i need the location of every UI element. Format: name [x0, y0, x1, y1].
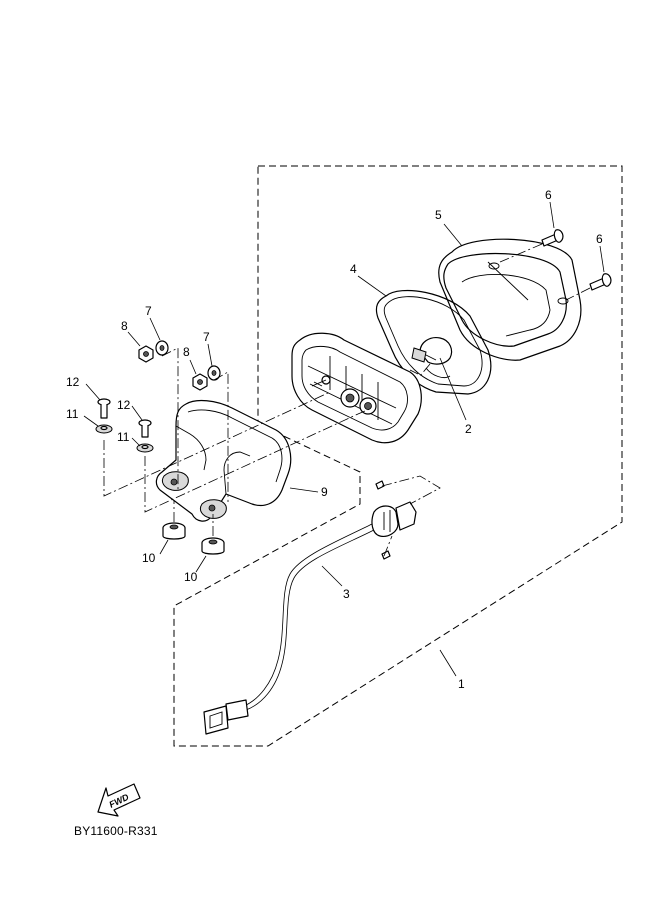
callout-11b: 11 [117, 430, 130, 444]
callout-6a: 6 [545, 188, 552, 202]
part-housing [291, 332, 451, 444]
callout-8a: 8 [121, 319, 128, 333]
part-screw-6a [541, 229, 564, 247]
axis-line-3 [161, 347, 179, 490]
part-bracket [155, 399, 292, 522]
part-nut-8b [192, 373, 208, 391]
callout-12a: 12 [66, 375, 80, 389]
callout-8b: 8 [183, 345, 190, 359]
callout-7b: 7 [203, 330, 210, 344]
leader-11a [83, 415, 99, 427]
callout-2: 2 [465, 422, 472, 436]
part-bulb [411, 337, 453, 365]
leader-2 [439, 357, 467, 421]
part-gasket [375, 289, 492, 395]
axis-line-5 [419, 363, 431, 377]
callout-1: 1 [458, 677, 465, 691]
part-lens [438, 238, 582, 361]
callout-4: 4 [350, 262, 357, 276]
leader-12a [85, 383, 101, 401]
leader-10a [159, 539, 169, 555]
leader-8a [127, 331, 141, 347]
callout-10a: 10 [142, 551, 156, 565]
leader-7b [207, 343, 213, 367]
leader-9 [289, 487, 319, 493]
axis-line-2 [144, 407, 373, 513]
part-grommet-2 [201, 537, 225, 555]
axis-line-4 [213, 371, 229, 502]
part-screw-12b [138, 419, 152, 438]
leader-12b [131, 405, 143, 421]
callout-11a: 11 [66, 407, 79, 421]
callout-10b: 10 [184, 570, 198, 584]
leader-10b [195, 555, 207, 573]
callout-5: 5 [435, 208, 442, 222]
leader-3 [321, 565, 343, 587]
part-washer-11a [95, 424, 113, 434]
leader-11b [131, 437, 141, 447]
axis-line-7 [565, 287, 591, 301]
part-screw-12a [97, 398, 111, 419]
fwd-arrow-icon: FWD [97, 783, 141, 817]
part-socket-harness [203, 480, 417, 735]
leader-6a [549, 201, 555, 229]
part-nut-8a [138, 345, 154, 363]
leader-6b [599, 245, 605, 273]
callout-6b: 6 [596, 232, 603, 246]
leader-8b [189, 359, 197, 375]
axis-line-9 [383, 535, 393, 557]
part-grommet-1 [162, 522, 186, 540]
leader-1 [439, 649, 457, 677]
assembly-boundary [173, 165, 623, 747]
axis-line-8 [381, 475, 441, 505]
callout-3: 3 [343, 587, 350, 601]
leader-5 [443, 223, 463, 247]
part-washer-7a [155, 340, 169, 356]
callout-12b: 12 [117, 398, 131, 412]
part-screw-6b [589, 273, 612, 291]
reference-code: BY11600-R331 [74, 824, 158, 838]
callout-7a: 7 [145, 304, 152, 318]
leader-4 [357, 275, 387, 297]
part-washer-11b [136, 443, 154, 453]
callout-9: 9 [321, 485, 328, 499]
leader-7a [149, 317, 161, 341]
axis-line-6 [499, 243, 543, 263]
axis-line-1 [103, 391, 331, 497]
axis-line-10 [173, 500, 214, 536]
